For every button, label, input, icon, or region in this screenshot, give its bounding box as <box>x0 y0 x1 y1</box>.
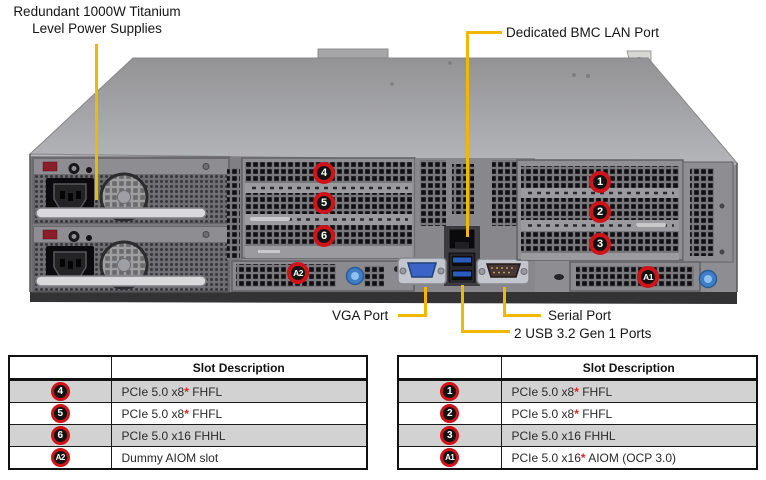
header-slot-description: Slot Description <box>500 355 758 381</box>
table-row-slot6: 6 PCIe 5.0 x16 FHHL <box>8 424 368 447</box>
callout-badge-A1: A1 <box>637 266 659 288</box>
slot1-description: PCIe 5.0 x8* FHFL <box>500 379 758 403</box>
callout-badge-1: 1 <box>589 171 611 193</box>
table-row-slot2: 2 PCIe 5.0 x8* FHFL <box>397 402 758 425</box>
usb-callout-line-v <box>461 285 464 333</box>
table-row-slot5: 5 PCIe 5.0 x8* FHFL <box>8 402 368 425</box>
slotA1-vent <box>576 266 694 287</box>
callout-badge-A2: A2 <box>287 262 309 284</box>
table-badge-4: 4 <box>50 382 70 401</box>
top-panel-screws <box>390 61 590 86</box>
callout-badge-2: 2 <box>589 201 611 223</box>
bmc-lan-label: Dedicated BMC LAN Port <box>506 25 660 40</box>
bmc-callout-line-h <box>466 31 502 34</box>
table-row-slotA1: A1 PCIe 5.0 x16* AIOM (OCP 3.0) <box>397 446 758 470</box>
serial-port <box>476 258 530 285</box>
table-badge-5: 5 <box>50 404 70 423</box>
header-slot-description: Slot Description <box>110 355 368 381</box>
slot2-description: PCIe 5.0 x8* FHFL <box>500 402 758 425</box>
io-panel <box>397 158 535 292</box>
table-header-row: Slot Description <box>397 355 758 381</box>
slot-table-left: Slot Description 4 PCIe 5.0 x8* FHFL 5 P… <box>8 355 368 470</box>
table-badge-A1: A1 <box>440 448 460 467</box>
psu-handle <box>35 207 207 219</box>
slot4-description: PCIe 5.0 x8* FHFL <box>110 379 368 403</box>
table-badge-6: 6 <box>50 426 70 445</box>
usb-callout-line-h <box>461 330 510 333</box>
table-badge-1: 1 <box>440 382 460 401</box>
psu-led <box>68 163 80 174</box>
vga-callout-line-v <box>424 287 427 316</box>
psu-warning-label <box>42 229 58 240</box>
chassis-top-panel <box>28 57 739 164</box>
slotA1-description: PCIe 5.0 x16* AIOM (OCP 3.0) <box>500 446 758 470</box>
power-supply-2 <box>33 226 229 292</box>
callout-badge-6: 6 <box>313 225 335 247</box>
table-row-slot1: 1 PCIe 5.0 x8* FHFL <box>397 379 758 403</box>
table-row-slot3: 3 PCIe 5.0 x16 FHHL <box>397 424 758 447</box>
power-supply-1 <box>33 158 229 224</box>
psu-callout-line <box>95 44 98 200</box>
table-header-row: Slot Description <box>8 355 368 381</box>
table-badge-A2: A2 <box>50 448 70 467</box>
serial-callout-line-h <box>503 314 541 317</box>
vga-port <box>397 257 447 285</box>
usb-label: 2 USB 3.2 Gen 1 Ports <box>514 326 652 341</box>
slotA2-vent <box>236 264 336 287</box>
slot3-description: PCIe 5.0 x16 FHHL <box>500 424 758 447</box>
serial-callout-line-v <box>503 287 506 316</box>
header-corner-cell <box>397 355 502 381</box>
aiom-a2-bracket <box>231 260 415 292</box>
bmc-lan-port <box>448 228 476 250</box>
psu-warning-label <box>42 161 58 172</box>
psu-handle <box>35 275 207 287</box>
slot-table-right: Slot Description 1 PCIe 5.0 x8* FHFL 2 P… <box>397 355 758 470</box>
callout-badge-3: 3 <box>589 233 611 255</box>
callout-badge-4: 4 <box>313 162 335 184</box>
chassis-bottom-edge <box>30 292 737 304</box>
vga-callout-line-h <box>398 314 427 317</box>
vent-strip-left <box>227 168 240 260</box>
bmc-callout-line-v <box>466 31 469 237</box>
table-row-slotA2: A2 Dummy AIOM slot <box>8 446 368 470</box>
vga-label: VGA Port <box>332 308 389 323</box>
header-corner-cell <box>8 355 112 381</box>
psu-led <box>68 231 80 242</box>
psu-label: Redundant 1000W Titanium Level Power Sup… <box>13 4 181 36</box>
slot6-description: PCIe 5.0 x16 FHHL <box>110 424 368 447</box>
usb-ports <box>447 251 477 284</box>
callout-badge-5: 5 <box>313 192 335 214</box>
riser-bracket <box>682 161 734 263</box>
table-row-slot4: 4 PCIe 5.0 x8* FHFL <box>8 379 368 403</box>
slotA2-description: Dummy AIOM slot <box>110 446 368 470</box>
table-badge-2: 2 <box>440 404 460 423</box>
aiom-a1-bracket <box>554 261 718 292</box>
slot5-description: PCIe 5.0 x8* FHFL <box>110 402 368 425</box>
chassis-top-tab <box>317 48 389 59</box>
serial-label: Serial Port <box>548 308 612 323</box>
table-badge-3: 3 <box>440 426 460 445</box>
